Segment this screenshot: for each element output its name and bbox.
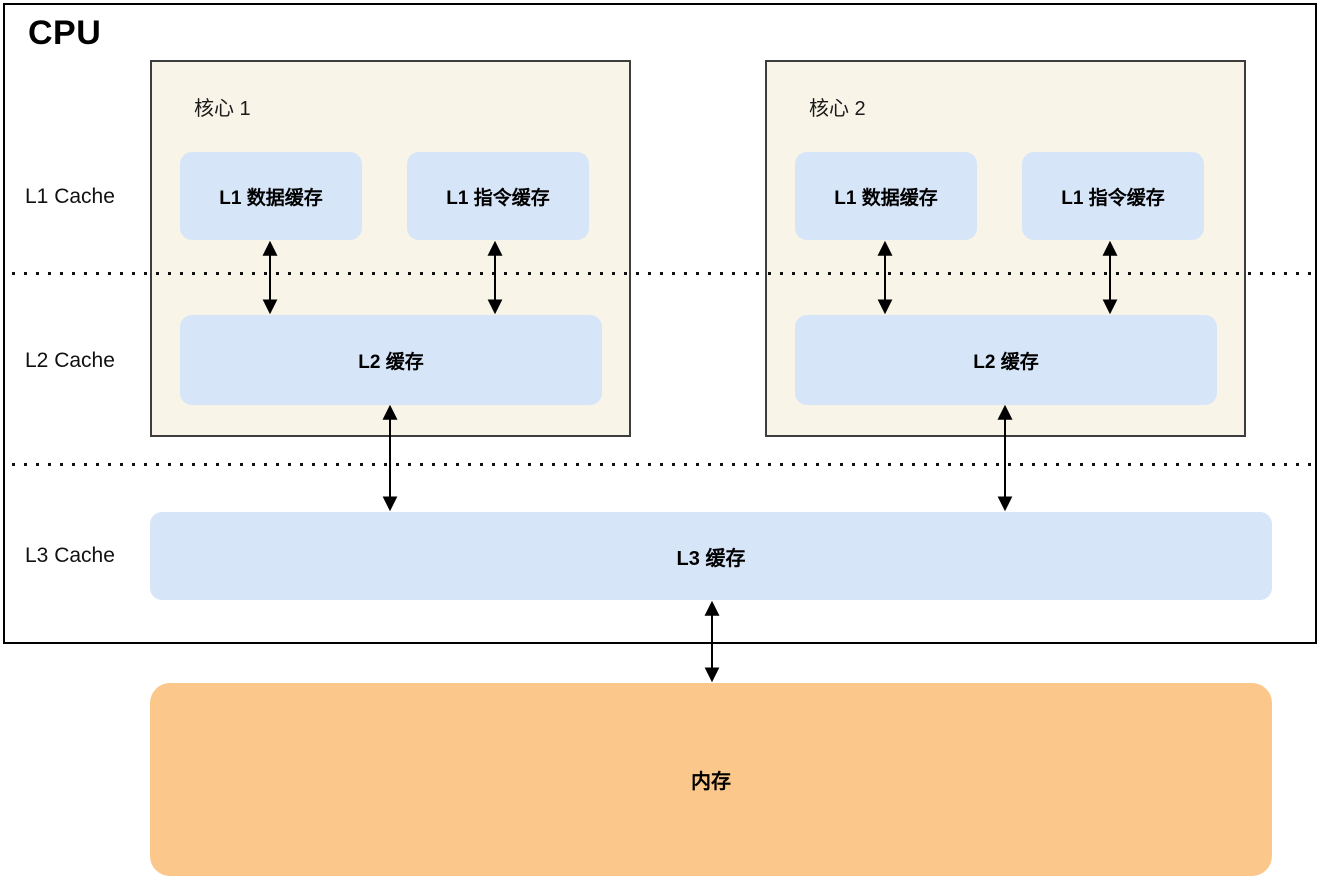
core-2-title: 核心 2	[809, 98, 866, 120]
core-2-box: 核心 2 L1 数据缓存 L1 指令缓存 L2 缓存	[765, 60, 1246, 437]
core-1-title: 核心 1	[194, 98, 251, 120]
cpu-title: CPU	[28, 14, 102, 52]
memory-node: 内存	[150, 683, 1272, 876]
row-label-l3-cache: L3 Cache	[25, 544, 115, 567]
row-label-l2-cache: L2 Cache	[25, 349, 115, 372]
core-1-box: 核心 1 L1 数据缓存 L1 指令缓存 L2 缓存	[150, 60, 631, 437]
core-2-l1-data-cache-node: L1 数据缓存	[795, 152, 977, 240]
l3-cache-node: L3 缓存	[150, 512, 1272, 600]
row-label-l1-cache: L1 Cache	[25, 185, 115, 208]
core-1-l2-cache-node: L2 缓存	[180, 315, 602, 405]
dotted-separator-l1-l2	[12, 272, 1314, 275]
dotted-separator-l2-l3	[12, 463, 1314, 466]
core-2-l1-instruction-cache-node: L1 指令缓存	[1022, 152, 1204, 240]
core-1-l1-instruction-cache-node: L1 指令缓存	[407, 152, 589, 240]
core-2-l2-cache-node: L2 缓存	[795, 315, 1217, 405]
core-1-l1-data-cache-node: L1 数据缓存	[180, 152, 362, 240]
